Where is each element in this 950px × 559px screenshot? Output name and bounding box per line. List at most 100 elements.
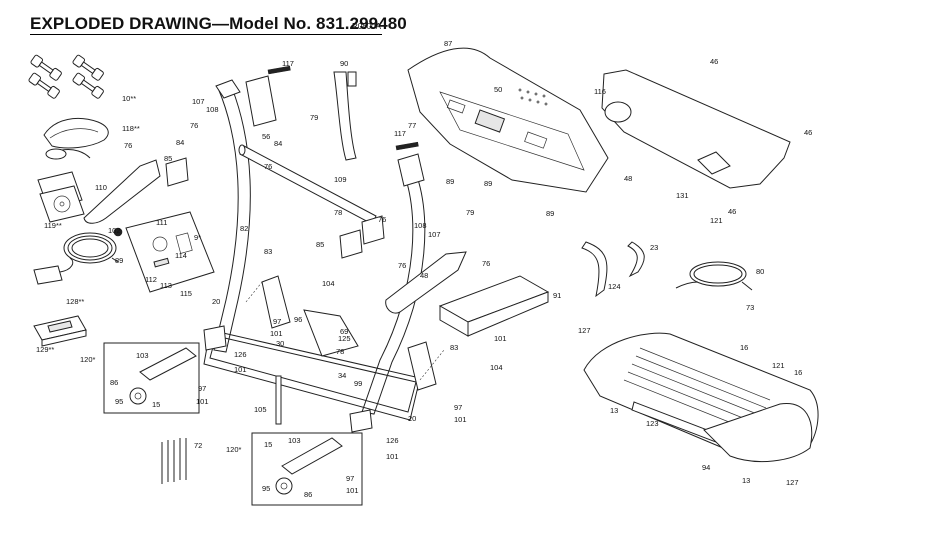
motor-hood-116-part — [601, 69, 791, 189]
part-callout-76c: 76 — [264, 162, 272, 171]
part-callout-127a: 127 — [578, 326, 591, 335]
part-callout-48a: 48 — [420, 271, 428, 280]
part-callout-89d: 89 — [546, 209, 554, 218]
part-callout-109: 109 — [334, 175, 347, 184]
rod-105-part — [275, 375, 282, 425]
title-underline — [30, 34, 382, 35]
part-callout-89a: 89 — [115, 256, 123, 265]
part-callout-111: 111 — [156, 218, 167, 227]
part-callout-46c: 46 — [728, 207, 736, 216]
part-callout-76a: 76 — [124, 141, 132, 150]
part-callout-110: 110 — [95, 183, 107, 192]
part-callout-124: 124 — [608, 282, 621, 291]
left-upright-part — [213, 75, 277, 353]
part-callout-16a: 16 — [740, 343, 748, 352]
strap-90-part — [333, 71, 357, 161]
part-callout-83b: 83 — [450, 343, 458, 352]
handrail-insert-part — [339, 229, 363, 259]
part-callout-56: 56 — [262, 132, 270, 141]
part-callout-131: 131 — [676, 191, 689, 200]
part-callout-91: 91 — [553, 291, 561, 300]
part-callout-112: 112 — [145, 275, 157, 284]
belt-23-part — [627, 241, 645, 278]
part-callout-104b: 104 — [490, 363, 503, 372]
cassette-part — [33, 315, 87, 347]
console-87-part — [407, 47, 609, 193]
walking-deck-part — [583, 332, 819, 463]
grip-117-right-part — [395, 141, 419, 151]
part-callout-101a: 101 — [494, 334, 507, 343]
drawing-code: R0800A — [352, 22, 381, 31]
part-callout-84b: 84 — [274, 139, 282, 148]
part-callout-79b: 79 — [466, 208, 474, 217]
part-callout-104a: 104 — [322, 279, 335, 288]
part-callout-101d: 101 — [196, 397, 209, 406]
part-callout-89c: 89 — [484, 179, 492, 188]
part-callout-16b: 16 — [794, 368, 802, 377]
part-callout-97c: 97 — [454, 403, 462, 412]
part-callout-46a: 46 — [710, 57, 718, 66]
part-callout-95b: 95 — [262, 484, 270, 493]
part-callout-121a: 121 — [710, 216, 723, 225]
part-callout-127b: 127 — [786, 478, 799, 487]
part-callout-97b: 97 — [198, 384, 206, 393]
part-callout-117a: 117 — [282, 59, 294, 68]
part-callout-102: 102 — [108, 226, 121, 235]
part-callout-78a: 78 — [334, 208, 342, 217]
part-callout-119: 119** — [44, 221, 62, 230]
part-callout-50: 50 — [494, 85, 502, 94]
part-callout-105: 105 — [254, 405, 267, 414]
part-callout-121b: 121 — [772, 361, 785, 370]
part-callout-86a: 86 — [110, 378, 118, 387]
part-callout-99: 99 — [354, 379, 362, 388]
part-callout-9: 9* — [194, 233, 201, 242]
part-callout-46b: 46 — [804, 128, 812, 137]
belt-124-part — [581, 241, 608, 298]
part-callout-94: 94 — [702, 463, 710, 472]
part-callout-84a: 84 — [176, 138, 184, 147]
part-callout-101b: 101 — [270, 329, 283, 338]
part-callout-20a: 20 — [212, 297, 220, 306]
part-callout-76b: 76 — [190, 121, 198, 130]
part-callout-89b: 89 — [446, 177, 454, 186]
part-callout-15b: 15 — [264, 440, 272, 449]
part-callout-107a: 107 — [192, 97, 205, 106]
part-callout-82: 82 — [240, 224, 248, 233]
part-callout-114: 114 — [175, 251, 187, 260]
safety-strap-part — [43, 117, 109, 160]
callout-labels: 10**118**76110119**128**129**85107108768… — [36, 39, 812, 499]
wheel-assembly-left-part — [103, 342, 200, 414]
part-callout-115: 115 — [180, 289, 192, 298]
part-callout-129: 129** — [36, 345, 54, 354]
part-callout-80: 80 — [756, 267, 764, 276]
part-callout-101g: 101 — [346, 486, 359, 495]
part-callout-76d: 76 — [378, 215, 386, 224]
part-callout-69: 69 — [340, 327, 348, 336]
part-callout-108a: 108 — [206, 105, 219, 114]
part-callout-76f: 76 — [482, 259, 490, 268]
grip-117-left-part — [267, 65, 291, 75]
power-cord-part — [33, 232, 119, 285]
part-callout-126b: 126 — [386, 436, 399, 445]
part-callout-34: 34 — [338, 371, 346, 380]
part-callout-103b: 103 — [288, 436, 301, 445]
part-callout-83a: 83 — [264, 247, 272, 256]
part-callout-15a: 15 — [152, 400, 160, 409]
part-callout-72: 72 — [194, 441, 202, 450]
part-callout-76e: 76 — [398, 261, 406, 270]
part-callout-20b: 20 — [408, 414, 416, 423]
base-frame-part — [203, 275, 445, 433]
part-callout-10: 10** — [122, 94, 136, 103]
part-callout-101c: 101 — [234, 365, 247, 374]
part-callout-108b: 108 — [414, 221, 427, 230]
part-callout-13a: 13 — [610, 406, 618, 415]
part-callout-97a: 97 — [273, 317, 281, 326]
wire-harness-80-part — [675, 261, 753, 291]
part-callout-103a: 103 — [136, 351, 149, 360]
part-callout-120b: 120* — [226, 445, 242, 454]
part-callout-125: 125 — [338, 334, 351, 343]
circuit-board-part — [113, 211, 215, 293]
part-callout-101f: 101 — [386, 452, 399, 461]
part-callout-126a: 126 — [234, 350, 247, 359]
